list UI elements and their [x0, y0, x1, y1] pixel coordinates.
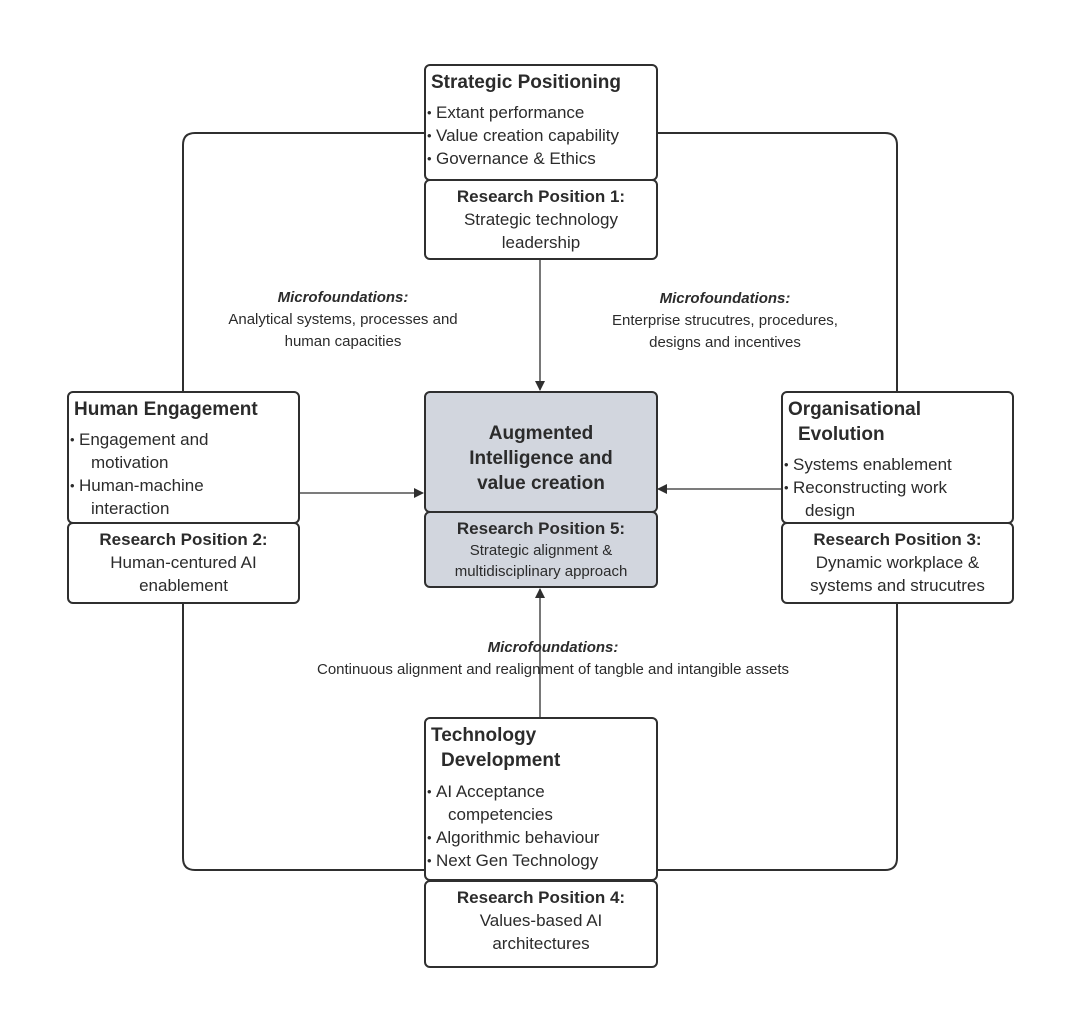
research-position-1-title: Research Position 1: — [456, 187, 626, 206]
list-item: Algorithmic behaviour — [427, 826, 599, 849]
list-item: Next Gen Technology — [427, 849, 599, 872]
microfoundations-right-line2: designs and incentives — [649, 334, 801, 351]
research-position-2-title: Research Position 2: — [99, 530, 268, 549]
research-position-1-line1: Strategic technology — [463, 210, 619, 229]
organisational-evolution-box: Organisational Evolution Systems enablem… — [781, 391, 1014, 524]
research-position-3-box: Research Position 3: Dynamic workplace &… — [781, 522, 1014, 604]
research-position-2-line2: enablement — [139, 576, 228, 595]
research-position-4-title: Research Position 4: — [456, 888, 626, 907]
microfoundations-left-title: Microfoundations: — [277, 289, 409, 306]
research-position-2-line1: Human-centured AI — [110, 553, 257, 572]
research-position-2-box: Research Position 2: Human-centured AI e… — [67, 522, 300, 604]
microfoundations-bottom-title: Microfoundations: — [487, 639, 619, 656]
list-item: Systems enablement — [784, 453, 952, 476]
human-engagement-title: Human Engagement — [74, 399, 258, 420]
research-position-3-line1: Dynamic workplace & — [815, 553, 980, 572]
research-position-4-line2: architectures — [492, 934, 590, 953]
microfoundations-bottom-line1: Continuous alignment and realignment of … — [317, 661, 789, 678]
augmented-intelligence-title: Augmented Intelligence and value creatio… — [469, 423, 613, 494]
research-position-3-line2: systems and strucutres — [810, 576, 985, 595]
research-position-1-box: Research Position 1: Strategic technolog… — [424, 179, 658, 260]
microfoundations-left-line2: human capacities — [284, 333, 402, 350]
human-engagement-box: Human Engagement Engagement andmotivatio… — [67, 391, 300, 524]
strategic-positioning-list: Extant performance Value creation capabi… — [427, 101, 619, 170]
frame-bottom-left — [182, 603, 425, 871]
organisational-evolution-title: Organisational Evolution — [788, 399, 922, 445]
research-position-5-title: Research Position 5: — [456, 519, 626, 538]
microfoundations-left: Microfoundations: Analytical systems, pr… — [193, 287, 493, 353]
list-item: Extant performance — [427, 101, 619, 124]
frame-top-left — [182, 132, 425, 392]
microfoundations-right-title: Microfoundations: — [659, 290, 791, 307]
strategic-positioning-title: Strategic Positioning — [431, 72, 622, 93]
research-position-5-line1: Strategic alignment & — [469, 542, 613, 559]
technology-development-box: Technology Development AI Acceptancecomp… — [424, 717, 658, 881]
frame-bottom-right — [656, 603, 898, 871]
organisational-evolution-list: Systems enablement Reconstructing workde… — [784, 453, 952, 522]
research-position-5-box: Research Position 5: Strategic alignment… — [424, 511, 658, 588]
microfoundations-right-line1: Enterprise strucutres, procedures, — [612, 312, 838, 329]
research-position-4-line1: Values-based AI — [479, 911, 603, 930]
microfoundations-left-line1: Analytical systems, processes and — [228, 311, 458, 328]
research-position-1-line2: leadership — [501, 233, 581, 252]
frame-top-right — [656, 132, 898, 392]
list-item: Value creation capability — [427, 124, 619, 147]
strategic-positioning-box: Strategic Positioning Extant performance… — [424, 64, 658, 181]
microfoundations-right: Microfoundations: Enterprise strucutres,… — [575, 288, 875, 354]
microfoundations-bottom: Microfoundations: Continuous alignment a… — [250, 637, 856, 681]
research-position-4-box: Research Position 4: Values-based AI arc… — [424, 880, 658, 968]
technology-development-title: Technology Development — [431, 725, 561, 771]
research-position-5-line2: multidisciplinary approach — [454, 563, 628, 580]
list-item: Governance & Ethics — [427, 147, 619, 170]
augmented-intelligence-box: Augmented Intelligence and value creatio… — [424, 391, 658, 513]
research-position-3-title: Research Position 3: — [813, 530, 982, 549]
